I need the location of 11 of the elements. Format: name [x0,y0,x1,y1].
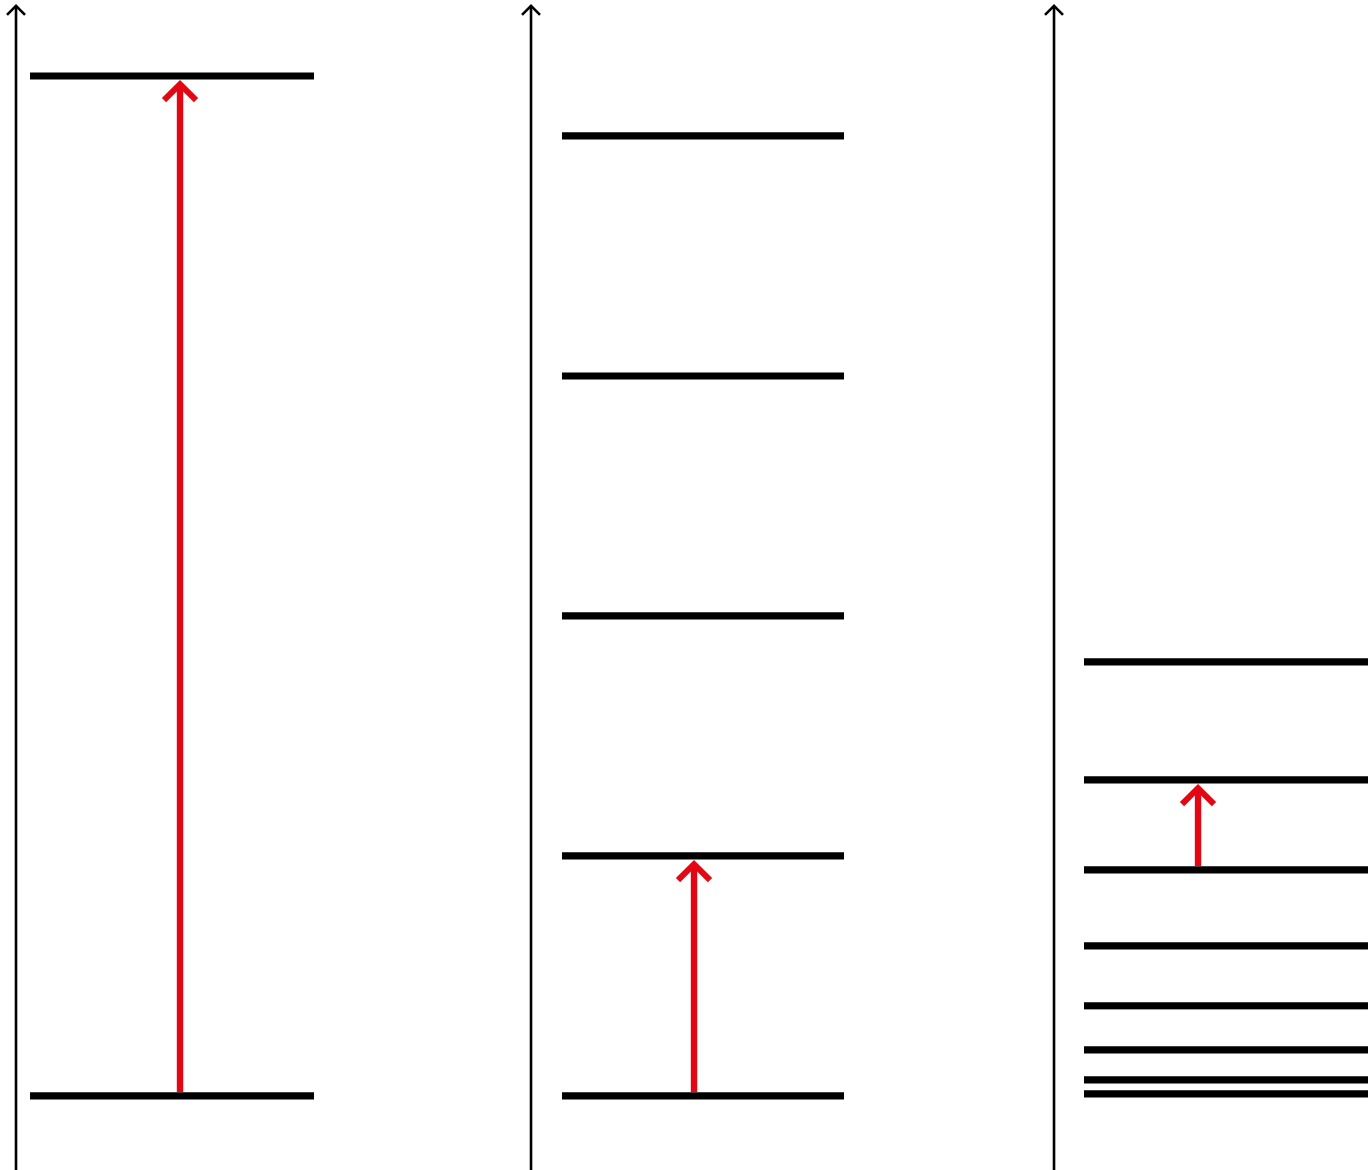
arrow [1179,783,1217,866]
energy-level-line [1084,866,1368,874]
energy-level-line [1084,776,1368,784]
energy-level-line [1084,658,1368,666]
energy-level-line [1084,1076,1368,1084]
arrow [161,79,199,1092]
energy-level-line [1084,942,1368,950]
energy-level-line [1084,1090,1368,1098]
energy-level-line [1084,1002,1368,1010]
arrow [675,859,713,1092]
energy-level-line [1084,1046,1368,1054]
